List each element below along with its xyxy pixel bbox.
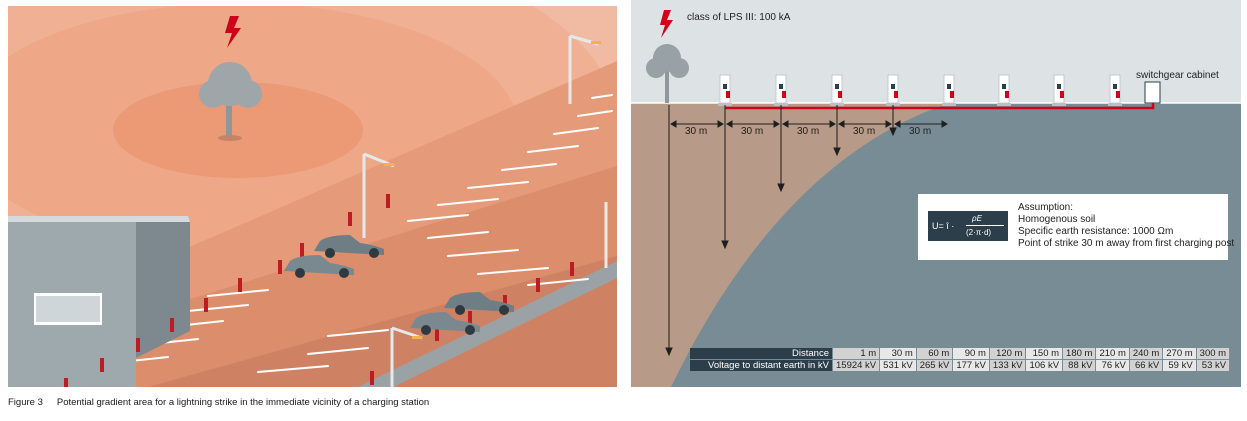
voltage-cell: 59 kV	[1163, 360, 1196, 371]
distance-cell: 180 m	[1063, 348, 1096, 359]
gradient-diagram-drawing	[631, 0, 1241, 387]
formula-numerator: ρE	[972, 214, 982, 223]
spacing-label: 30 m	[797, 126, 820, 137]
distance-cell: 150 m	[1026, 348, 1063, 359]
charging-cable	[725, 103, 1155, 110]
distance-cell: 270 m	[1163, 348, 1196, 359]
light-poles	[362, 34, 608, 387]
distance-header: Distance	[690, 348, 832, 359]
gradient-diagram: class of LPS III: 100 kA switchgear cabi…	[631, 0, 1241, 387]
parking-stripes	[102, 94, 613, 373]
voltage-cell: 66 kV	[1129, 360, 1163, 371]
cars	[284, 235, 514, 335]
lightning-bolt-icon	[225, 16, 241, 48]
assumption-item: Homogenous soil	[1018, 214, 1096, 225]
spacing-label: 30 m	[909, 126, 932, 137]
figure-caption: Figure 3 Potential gradient area for a li…	[8, 397, 429, 408]
tree-icon	[199, 62, 262, 141]
distance-row: Distance 1 m 30 m 60 m 90 m 120 m 150 m …	[690, 348, 1230, 359]
distance-cell: 1 m	[833, 348, 880, 359]
assumption-box: U= î · ρE (2·π·d) Assumption: Homogenous…	[918, 194, 1234, 260]
assumption-item: Point of strike 30 m away from first cha…	[1018, 238, 1235, 249]
assumptions-list: Assumption: Homogenous soil Specific ear…	[1018, 202, 1234, 250]
figure-caption-text: Potential gradient area for a lightning …	[56, 397, 430, 408]
parking-lot-scene	[8, 6, 617, 387]
formula-lhs: U= î ·	[932, 221, 955, 231]
assumption-item: Specific earth resistance: 1000 Ωm	[1018, 226, 1174, 237]
distance-cell: 210 m	[1096, 348, 1129, 359]
voltage-formula: U= î · ρE (2·π·d)	[928, 211, 1008, 241]
voltage-cell: 177 kV	[953, 360, 989, 371]
switchgear-cabinet	[1144, 81, 1161, 104]
distance-cell: 300 m	[1196, 348, 1230, 359]
voltage-cell: 76 kV	[1096, 360, 1129, 371]
spacing-label: 30 m	[741, 126, 764, 137]
distance-cell: 60 m	[916, 348, 953, 359]
distance-cell: 30 m	[880, 348, 916, 359]
assumption-heading: Assumption:	[1018, 202, 1074, 213]
voltage-cell: 53 kV	[1196, 360, 1230, 371]
spacing-label: 30 m	[853, 126, 876, 137]
voltage-table: Distance 1 m 30 m 60 m 90 m 120 m 150 m …	[689, 347, 1230, 372]
spacing-label: 30 m	[685, 126, 708, 137]
potential-gradient-zone	[631, 103, 949, 387]
voltage-cell: 531 kV	[880, 360, 916, 371]
building	[8, 216, 190, 387]
distance-arrows	[670, 120, 948, 128]
switchgear-cabinet-label: switchgear cabinet	[1136, 70, 1219, 81]
voltage-cell: 88 kV	[1063, 360, 1096, 371]
lightning-bolt-icon	[660, 10, 673, 38]
charging-posts	[64, 194, 574, 387]
potential-arrows	[665, 105, 897, 357]
scene-illustration	[8, 6, 617, 387]
voltage-cell: 106 kV	[1026, 360, 1063, 371]
voltage-row: Voltage to distant earth in kV 15924 kV …	[690, 360, 1230, 371]
voltage-cell: 265 kV	[916, 360, 953, 371]
voltage-cell: 15924 kV	[833, 360, 880, 371]
figure-number: Figure 3	[8, 397, 43, 408]
charging-posts	[718, 74, 1122, 106]
formula-fraction-bar	[966, 225, 1004, 226]
formula-denominator: (2·π·d)	[966, 228, 992, 237]
distance-cell: 240 m	[1129, 348, 1163, 359]
voltage-header: Voltage to distant earth in kV	[690, 360, 832, 371]
tree-icon	[646, 44, 689, 103]
distance-cell: 120 m	[989, 348, 1026, 359]
voltage-cell: 133 kV	[989, 360, 1026, 371]
lps-class-label: class of LPS III: 100 kA	[687, 12, 791, 23]
distance-cell: 90 m	[953, 348, 989, 359]
